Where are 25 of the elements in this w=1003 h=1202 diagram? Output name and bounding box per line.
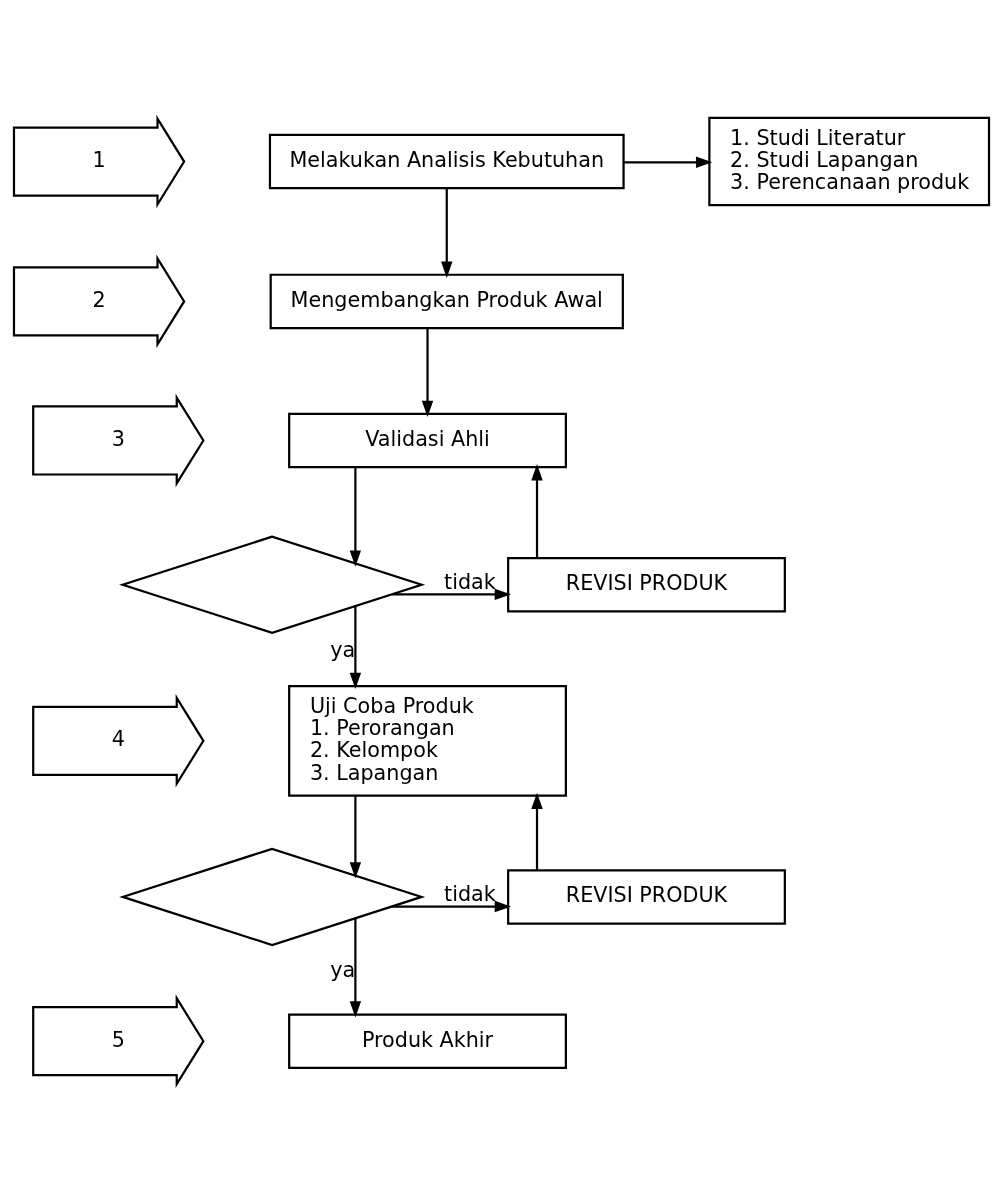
arrow: [531, 464, 543, 558]
arrow: [349, 606, 362, 690]
node-box: REVISI PRODUK: [507, 557, 786, 613]
node-box: 1. Studi Literatur 2. Studi Lapangan 3. Perencanaan produk: [708, 116, 991, 207]
arrow: [441, 188, 453, 278]
arrow: [392, 900, 511, 913]
arrow: [623, 156, 713, 168]
arrow: [349, 467, 362, 567]
arrow: [531, 792, 543, 870]
node-box: Produk Akhir: [288, 1013, 567, 1069]
node-box: Melakukan Analisis Kebutuhan: [268, 133, 625, 190]
node-diamond: [119, 847, 426, 947]
node-box: REVISI PRODUK: [507, 869, 786, 925]
arrow: [421, 328, 434, 418]
node-box: Uji Coba Produk 1. Perorangan 2. Kelompok 3. Lapangan: [288, 684, 567, 797]
edge-label: ya: [330, 637, 356, 662]
node-box: Validasi Ahli: [288, 412, 567, 469]
arrow: [349, 918, 362, 1018]
edge-label: ya: [330, 958, 356, 983]
node-diamond: [119, 535, 426, 634]
arrow: [392, 588, 511, 601]
edge-label: tidak: [444, 881, 496, 906]
arrow: [349, 795, 362, 879]
edge-label: tidak: [444, 569, 496, 594]
node-box: Mengembangkan Produk Awal: [269, 273, 624, 330]
